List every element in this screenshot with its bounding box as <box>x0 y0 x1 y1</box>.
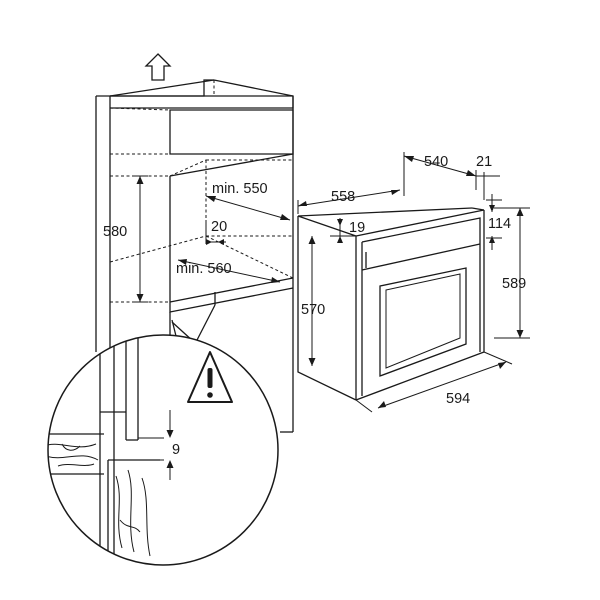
label-oven-body-depth: 540 <box>424 154 448 170</box>
oven <box>297 152 530 413</box>
label-oven-depth: 558 <box>331 189 355 205</box>
label-door-offset: 21 <box>476 154 492 170</box>
ventilation-up-arrow-icon <box>144 53 172 81</box>
label-panel-height: 114 <box>488 216 511 232</box>
label-cabinet-height: 580 <box>103 224 127 240</box>
label-cabinet-width: min. 550 <box>212 181 268 197</box>
label-cabinet-depth: min. 560 <box>176 261 232 277</box>
cabinet <box>95 53 294 433</box>
zoom-detail <box>47 304 279 566</box>
warning-triangle-icon <box>187 351 233 403</box>
label-oven-body-height: 570 <box>301 302 325 318</box>
label-oven-total-height: 589 <box>502 276 526 292</box>
label-rear-gap: 20 <box>211 219 227 235</box>
label-oven-width: 594 <box>446 391 470 407</box>
label-shelf-gap: 9 <box>172 442 180 458</box>
label-front-offset: 19 <box>349 220 365 236</box>
